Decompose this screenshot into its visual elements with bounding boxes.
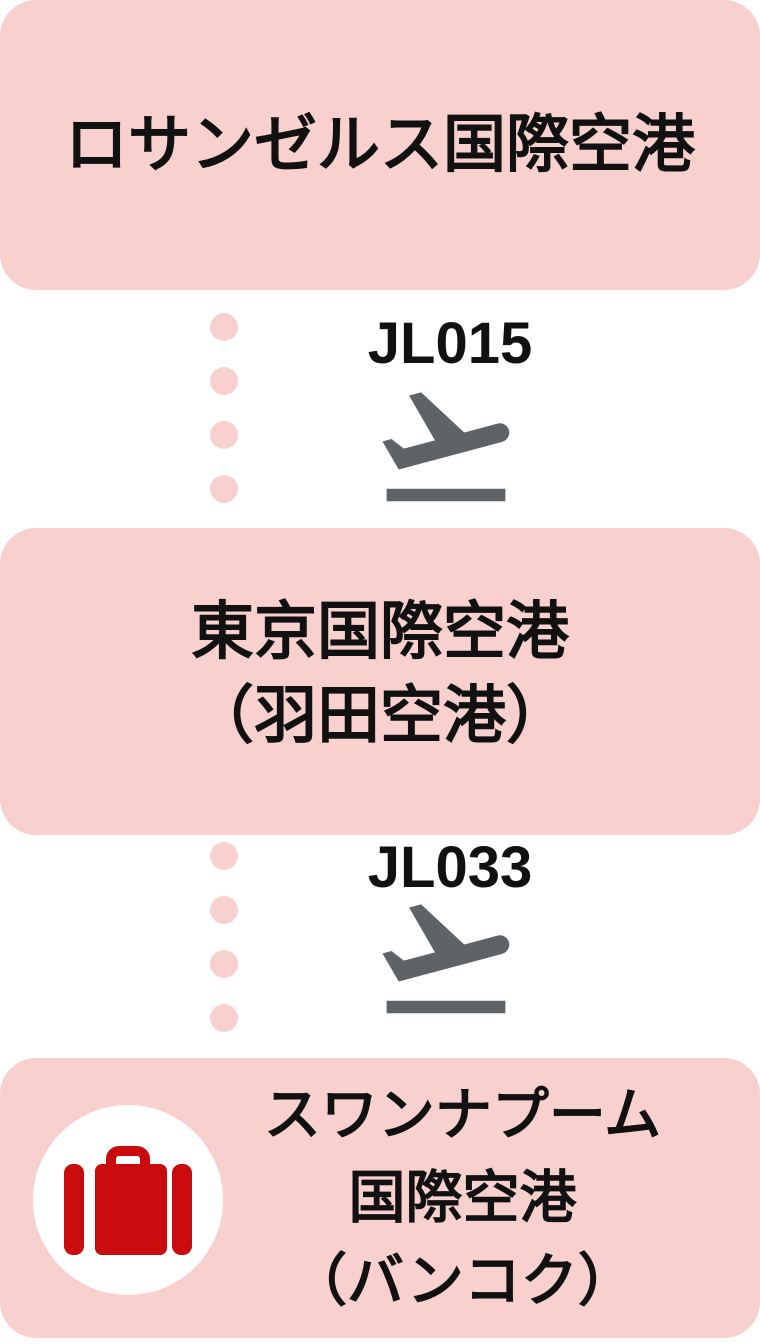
airport-name-sub: （バンコク） bbox=[290, 1248, 635, 1313]
route-dot bbox=[210, 896, 238, 924]
airport-name-sub: （羽田空港） bbox=[191, 680, 569, 751]
flight-takeoff-icon bbox=[382, 904, 510, 1014]
airport-box-arrival: スワンナプーム 国際空港 （バンコク） bbox=[0, 1058, 760, 1338]
route-dot bbox=[210, 475, 238, 503]
airport-box-transit: 東京国際空港 （羽田空港） bbox=[0, 528, 760, 835]
route-dot bbox=[210, 842, 238, 870]
suitcase-icon bbox=[64, 1146, 192, 1255]
airport-box-departure: ロサンゼルス国際空港 bbox=[0, 0, 760, 290]
airport-name: スワンナプーム bbox=[263, 1082, 662, 1147]
flight-number: JL015 bbox=[367, 311, 533, 376]
airport-name: 東京国際空港 bbox=[191, 596, 569, 667]
flight-number: JL033 bbox=[367, 835, 533, 900]
airport-name: ロサンゼルス国際空港 bbox=[65, 110, 695, 180]
route-dot bbox=[210, 367, 238, 395]
route-dot bbox=[210, 1004, 238, 1032]
airport-name-block: スワンナプーム 国際空港 （バンコク） bbox=[210, 1058, 715, 1338]
route-dot bbox=[210, 950, 238, 978]
route-dot bbox=[210, 421, 238, 449]
route-dot bbox=[210, 313, 238, 341]
baggage-icon-circle bbox=[33, 1105, 223, 1295]
airport-name-2: 国際空港 bbox=[348, 1165, 577, 1230]
flight-takeoff-icon bbox=[382, 392, 510, 502]
